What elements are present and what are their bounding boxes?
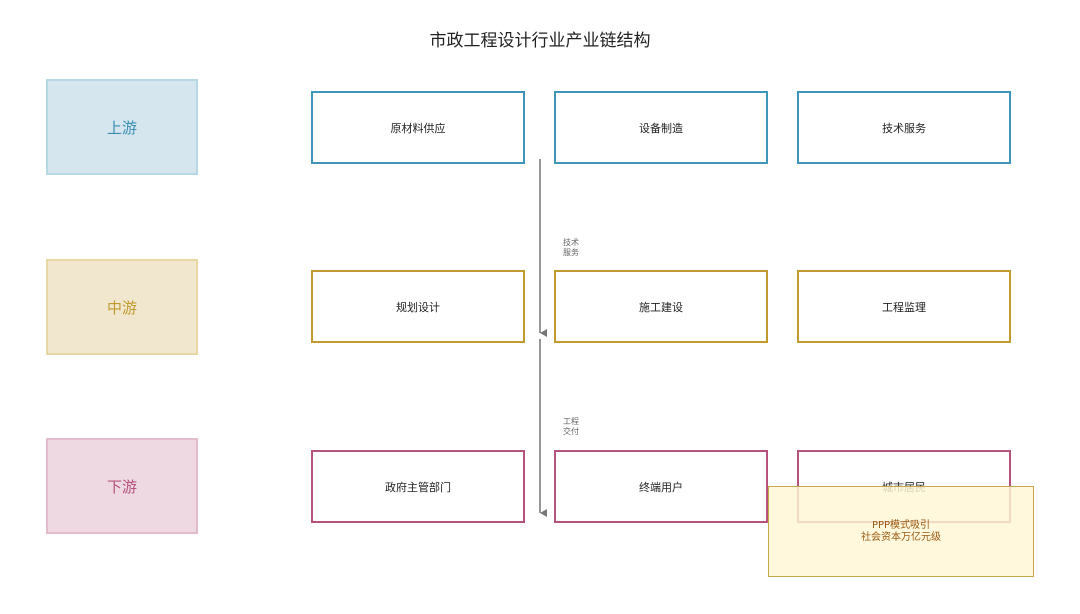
tier-upstream: 上游 (46, 79, 198, 175)
node-end-users: 终端用户 (554, 450, 768, 523)
note-line-1: PPP模式吸引 (871, 519, 931, 531)
flow-label-project-delivery: 工程 交付 (563, 417, 593, 437)
flow-label-line: 技术 (563, 238, 579, 247)
tier-downstream: 下游 (46, 438, 198, 534)
note-line-2: 社会资本万亿元级 (861, 531, 941, 543)
node-equipment-manufacturing: 设备制造 (554, 91, 768, 164)
flow-label-line: 工程 (563, 417, 579, 426)
node-supervision: 工程监理 (797, 270, 1011, 343)
flow-label-line: 交付 (563, 427, 579, 436)
node-raw-materials: 原材料供应 (311, 91, 525, 164)
node-government: 政府主管部门 (311, 450, 525, 523)
tier-midstream: 中游 (46, 259, 198, 355)
node-construction: 施工建设 (554, 270, 768, 343)
node-planning-design: 规划设计 (311, 270, 525, 343)
flow-label-tech-service: 技术 服务 (563, 238, 593, 258)
diagram-title: 市政工程设计行业产业链结构 (429, 31, 651, 51)
flow-label-line: 服务 (563, 248, 579, 257)
ppp-note: PPP模式吸引 社会资本万亿元级 (768, 486, 1034, 577)
node-technical-services: 技术服务 (797, 91, 1011, 164)
